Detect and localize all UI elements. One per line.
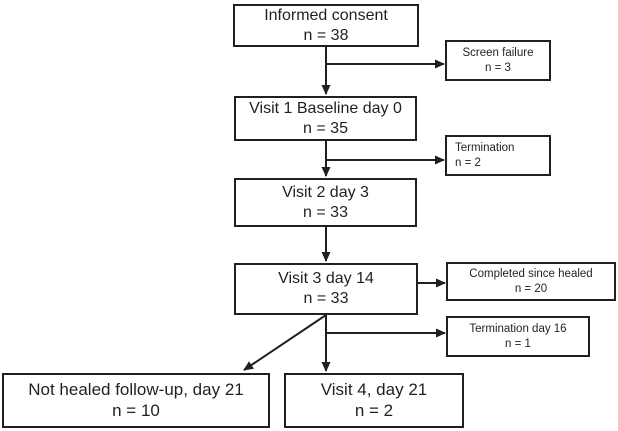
- box-screen-failure: Screen failure n = 3: [445, 40, 551, 81]
- box-count: n = 3: [485, 61, 511, 74]
- box-title: Termination day 16: [469, 323, 567, 336]
- box-count: n = 10: [112, 400, 160, 420]
- box-completed-since-healed: Completed since healed n = 20: [446, 262, 616, 301]
- box-termination-day16: Termination day 16 n = 1: [446, 316, 590, 357]
- box-count: n = 33: [303, 290, 349, 307]
- arrow-visit3-to-not-healed: [243, 314, 327, 371]
- box-title: Visit 4, day 21: [320, 379, 428, 399]
- box-title: Screen failure: [462, 47, 534, 60]
- box-visit2: Visit 2 day 3 n = 33: [234, 178, 417, 227]
- box-count: n = 33: [303, 203, 348, 221]
- box-title: Completed since healed: [469, 268, 593, 281]
- box-title: Termination: [455, 142, 515, 155]
- box-title: Visit 2 day 3: [282, 183, 369, 201]
- box-visit1-baseline: Visit 1 Baseline day 0 n = 35: [234, 96, 417, 141]
- box-title: Informed consent: [264, 6, 388, 24]
- box-title: Visit 1 Baseline day 0: [249, 99, 402, 117]
- box-not-healed-followup: Not healed follow-up, day 21 n = 10: [2, 373, 270, 428]
- box-count: n = 2: [354, 400, 394, 420]
- box-informed-consent: Informed consent n = 38: [233, 4, 419, 47]
- box-visit3: Visit 3 day 14 n = 33: [234, 263, 418, 315]
- box-termination: Termination n = 2: [445, 135, 551, 176]
- box-visit4: Visit 4, day 21 n = 2: [284, 373, 464, 428]
- box-count: n = 20: [514, 282, 548, 295]
- box-count: n = 2: [455, 156, 481, 169]
- box-count: n = 38: [303, 26, 349, 44]
- box-title: Not healed follow-up, day 21: [28, 379, 244, 399]
- box-count: n = 1: [505, 337, 531, 350]
- box-title: Visit 3 day 14: [278, 270, 374, 288]
- box-count: n = 35: [303, 119, 348, 137]
